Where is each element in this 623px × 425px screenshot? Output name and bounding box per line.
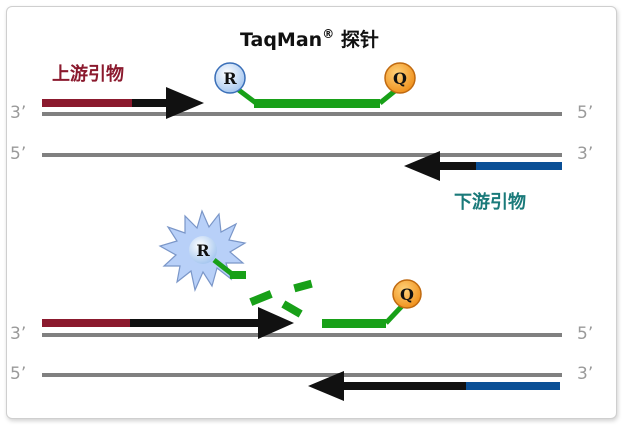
reverse-primer-extension bbox=[438, 162, 476, 170]
quencher-letter: Q bbox=[393, 69, 407, 88]
reverse-arrowhead bbox=[404, 151, 440, 181]
quencher-dye bbox=[384, 62, 416, 94]
forward-primer bbox=[42, 319, 130, 327]
strand-end-label: 3’ bbox=[10, 103, 26, 123]
strand-end-label: 3’ bbox=[10, 324, 26, 344]
forward-primer bbox=[42, 99, 132, 107]
reporter-letter: R bbox=[223, 69, 237, 88]
strand-end-label: 5’ bbox=[10, 364, 26, 384]
extension-arrowhead bbox=[258, 307, 294, 339]
extension-arrowhead bbox=[166, 87, 204, 119]
probe-linker bbox=[212, 258, 234, 276]
reporter-letter-released: R bbox=[196, 241, 210, 260]
forward-primer-extension bbox=[130, 319, 262, 327]
diagram-title: TaqMan® 探针 bbox=[240, 27, 379, 51]
reverse-primer bbox=[476, 162, 562, 170]
strand-end-label: 3’ bbox=[577, 144, 593, 164]
reverse-primer bbox=[466, 382, 560, 390]
forward-primer-extension bbox=[132, 99, 170, 107]
reverse-arrowhead bbox=[308, 371, 344, 401]
reverse-primer-label: 下游引物 bbox=[454, 191, 526, 213]
quencher-dye bbox=[392, 279, 422, 309]
quencher-letter: Q bbox=[400, 285, 414, 304]
probe-fragment bbox=[293, 279, 313, 293]
reporter-dye-released bbox=[189, 236, 217, 264]
strand-end-label: 3’ bbox=[577, 364, 593, 384]
strand-end-label: 5’ bbox=[10, 144, 26, 164]
forward-primer-label: 上游引物 bbox=[52, 63, 124, 85]
probe-linker bbox=[384, 304, 404, 325]
probe-fragment bbox=[249, 290, 273, 306]
diagram-frame bbox=[6, 6, 617, 419]
reporter-dye bbox=[214, 62, 246, 94]
strand-end-label: 5’ bbox=[577, 103, 593, 123]
strand-end-label: 5’ bbox=[577, 324, 593, 344]
taqman-probe bbox=[254, 99, 380, 108]
probe-fragment bbox=[281, 300, 303, 318]
reverse-primer-extension bbox=[342, 382, 466, 390]
taqman-probe-remnant bbox=[322, 319, 386, 328]
probe-fragment bbox=[230, 271, 246, 279]
